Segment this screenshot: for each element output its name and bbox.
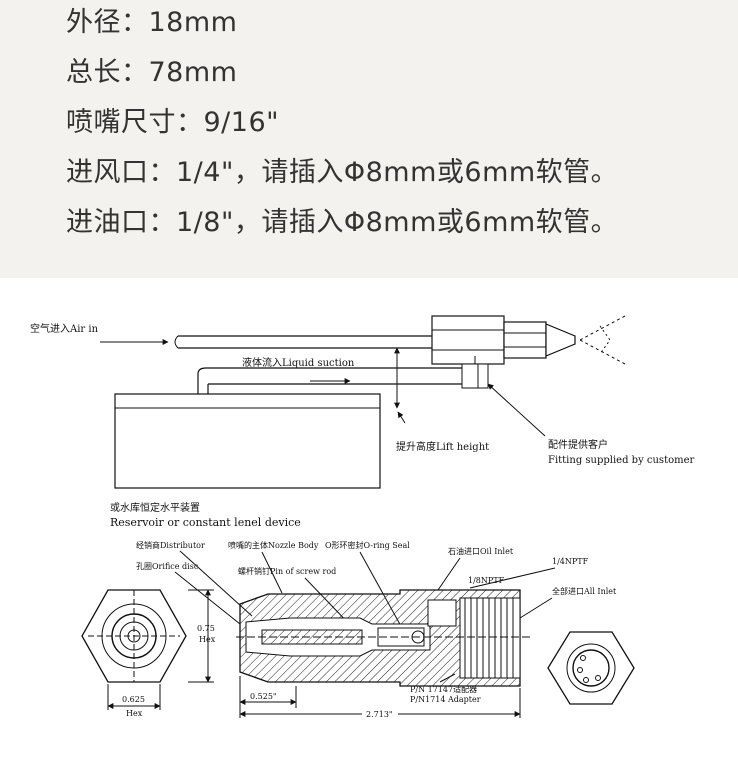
label-hex-075: 0.75 [197,624,215,633]
spec-outer-diameter: 外径：18mm [66,7,238,38]
label-dim-2713: 2.713" [366,710,393,719]
spec-air-inlet: 进风口：1/4"，请插入Φ8mm或6mm软管。 [66,157,619,188]
spray-cone [579,315,626,365]
label-adapter-en: P/N1714 Adapter [410,695,481,704]
label-oil-inlet: 石油进口Oil Inlet [448,546,514,556]
suction-fitting [461,363,489,389]
label-hex-word-2: Hex [126,709,143,718]
label-dim-0525: 0.525" [250,692,277,701]
air-tube [178,335,432,349]
nozzle-fitting [431,315,505,365]
oil-inlet-port [427,599,457,627]
label-distributor: 经销商Distributor [136,540,205,550]
nozzle-diagram: 空气进入Air in 液体流入Liquid suction 提升高度Lift h… [0,278,738,760]
section-view: 经销商Distributor 孔圈Orifice disc 喷嘴的主体Nozzl… [81,540,635,720]
label-fitting-en: Fitting supplied by customer [548,455,695,466]
spec-nozzle-size: 喷嘴尺寸：9/16" [66,107,280,138]
spec-total-length: 总长：78mm [66,57,238,88]
label-liquid-suction: 液体流入Liquid suction [242,356,355,369]
label-adapter-cn: P/N 17147适配器 [410,684,477,694]
label-hex-word-1: Hex [199,635,216,644]
setup-schematic: 空气进入Air in 液体流入Liquid suction 提升高度Lift h… [30,315,695,529]
label-reservoir-en: Reservoir or constant lenel device [110,516,301,529]
reservoir [114,393,381,489]
label-npt-14: 1/4NPTF [552,557,589,566]
label-npt-18: 1/8NPTF [468,576,505,585]
label-all-inlet: 全部进口All Inlet [552,586,617,596]
label-reservoir-cn: 或水库恒定水平装置 [110,501,200,514]
label-fitting-cn: 配件提供客户 [548,438,608,451]
label-orifice-disc: 孔圈Orifice disc [136,562,199,571]
spec-oil-inlet: 进油口：1/8"，请插入Φ8mm或6mm软管。 [66,207,619,238]
label-screw-rod: 螺杆销钉Pin of screw rod [238,566,336,576]
hex-end-view-right [547,631,635,705]
label-lift-height: 提升高度Lift height [396,440,489,453]
label-nozzle-body: 喷嘴的主体Nozzle Body [228,540,319,550]
label-o-ring: O形环密封O-ring Seal [325,540,410,550]
label-air-in: 空气进入Air in [30,322,99,335]
label-hex-0625: 0.625 [122,695,145,704]
spec-panel: 外径：18mm 总长：78mm 喷嘴尺寸：9/16" 进风口：1/4"，请插入Φ… [0,0,738,278]
fitting-leader [487,383,546,437]
nozzle-tip [545,323,576,357]
nozzle-body-top [503,321,547,359]
diagram-svg: 空气进入Air in 液体流入Liquid suction 提升高度Lift h… [30,315,695,720]
air-inlet-thread [459,597,521,679]
